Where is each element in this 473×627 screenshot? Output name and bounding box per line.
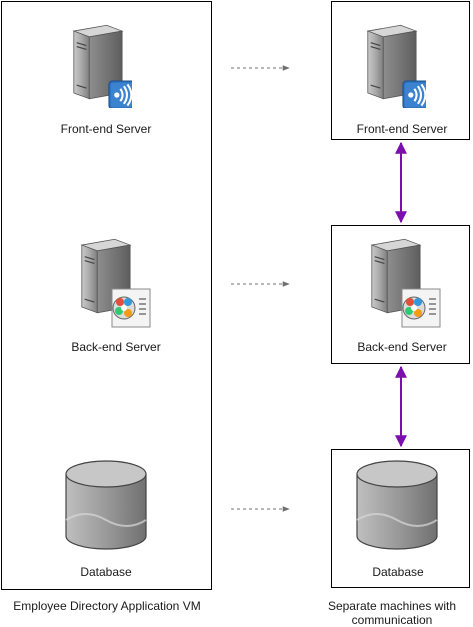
vm-caption: Employee Directory Application VM bbox=[13, 599, 201, 613]
front-end-server-label-right: Front-end Server bbox=[356, 122, 448, 136]
separate-machines-caption-line2: communication bbox=[351, 613, 433, 627]
back-end-server-label-left: Back-end Server bbox=[71, 340, 161, 354]
separate-machines-caption: Separate machines with communication bbox=[314, 599, 470, 627]
front-end-server-label-left: Front-end Server bbox=[60, 122, 152, 136]
database-label-left: Database bbox=[80, 565, 132, 579]
back-end-server-label-right: Back-end Server bbox=[357, 340, 447, 354]
separate-machines-caption-line1: Separate machines with bbox=[327, 599, 457, 613]
database-label-right: Database bbox=[372, 565, 424, 579]
